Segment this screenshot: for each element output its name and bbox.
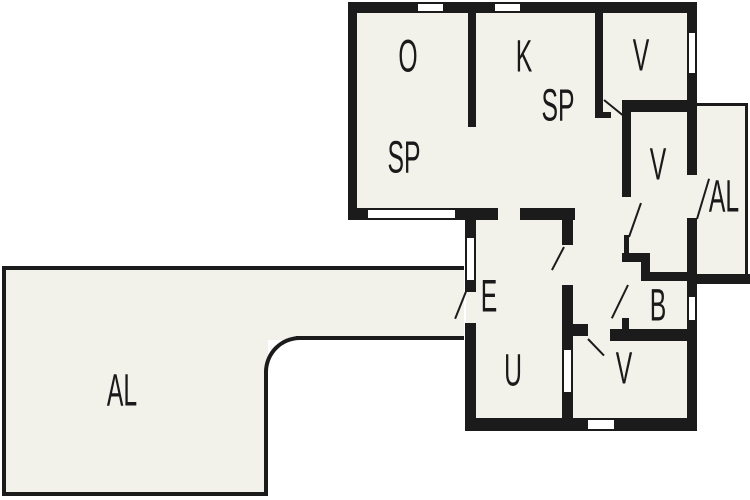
room-label-b: B: [649, 279, 667, 331]
window-divider-u-v: [562, 350, 573, 392]
terrace-edge-inner-vertical: [264, 370, 268, 496]
floor-terrace-strip: [2, 266, 464, 340]
wall-v-middle-left-low: [624, 235, 629, 262]
wall-divider-u-v-mid: [562, 285, 573, 350]
wall-lower-left-top: [465, 220, 476, 238]
room-label-o: O: [398, 30, 418, 82]
wall-divider-e-hall-top: [562, 208, 573, 245]
terrace-edge-left: [2, 266, 6, 496]
wall-upper-bottom-a: [348, 208, 370, 220]
window-top-1: [418, 2, 443, 13]
wall-top: [348, 2, 697, 13]
wall-step-h2: [641, 272, 687, 281]
wall-upper-bottom-c: [520, 208, 575, 220]
room-label-e: E: [480, 270, 498, 322]
window-sp-terrace: [368, 208, 455, 220]
wall-bottom-a: [465, 418, 588, 431]
room-label-k: K: [515, 30, 533, 82]
terrace-edge-top: [2, 266, 464, 270]
window-right-b: [687, 297, 697, 320]
wall-balcony-bottom: [697, 274, 750, 284]
terrace-edge-bottom: [2, 492, 268, 496]
room-label-al-balcony: AL: [708, 170, 740, 222]
window-top-2: [495, 2, 520, 13]
floor-v-middle-column: [622, 100, 697, 210]
wall-left-upper: [348, 2, 357, 218]
room-label-v-middle: V: [649, 138, 667, 190]
room-label-al-terrace: AL: [106, 364, 138, 416]
room-label-v-top: V: [632, 29, 650, 81]
wall-lower-left-low: [465, 323, 476, 431]
window-bottom-v: [588, 418, 614, 431]
wall-v-top-bottom: [623, 100, 697, 112]
wall-bottom-b: [612, 418, 697, 431]
wall-divider-u-v-low: [562, 392, 573, 418]
wall-upper-bottom-b: [455, 208, 498, 220]
window-right-v-top: [687, 33, 697, 73]
wall-b-bottom: [610, 329, 697, 341]
balcony-edge-top: [697, 103, 748, 106]
wall-v-middle-left-top: [622, 100, 631, 197]
floor-lower-block: [466, 208, 697, 431]
room-label-sp-upper: SP: [541, 79, 575, 131]
wall-right-d: [687, 320, 697, 431]
window-left-e: [465, 238, 476, 280]
wall-nib-kv-door: [595, 112, 611, 118]
wall-step-h1: [622, 253, 650, 262]
terrace-rounded-corner: [264, 336, 300, 372]
wall-right-c: [687, 218, 697, 297]
balcony-edge-right: [745, 103, 748, 284]
terrace-edge-strip-bottom: [296, 336, 464, 340]
wall-divider-o-k: [468, 13, 476, 127]
wall-right-a: [687, 2, 697, 33]
wall-step-v: [641, 253, 650, 281]
wall-divider-k-v: [595, 13, 603, 112]
wall-lower-left-mid: [465, 280, 476, 292]
room-label-v-bottom: V: [615, 342, 633, 394]
room-label-sp-main: SP: [387, 131, 421, 183]
room-label-u: U: [504, 344, 522, 396]
wall-hall-stub: [562, 324, 588, 336]
wall-right-b: [687, 73, 697, 175]
